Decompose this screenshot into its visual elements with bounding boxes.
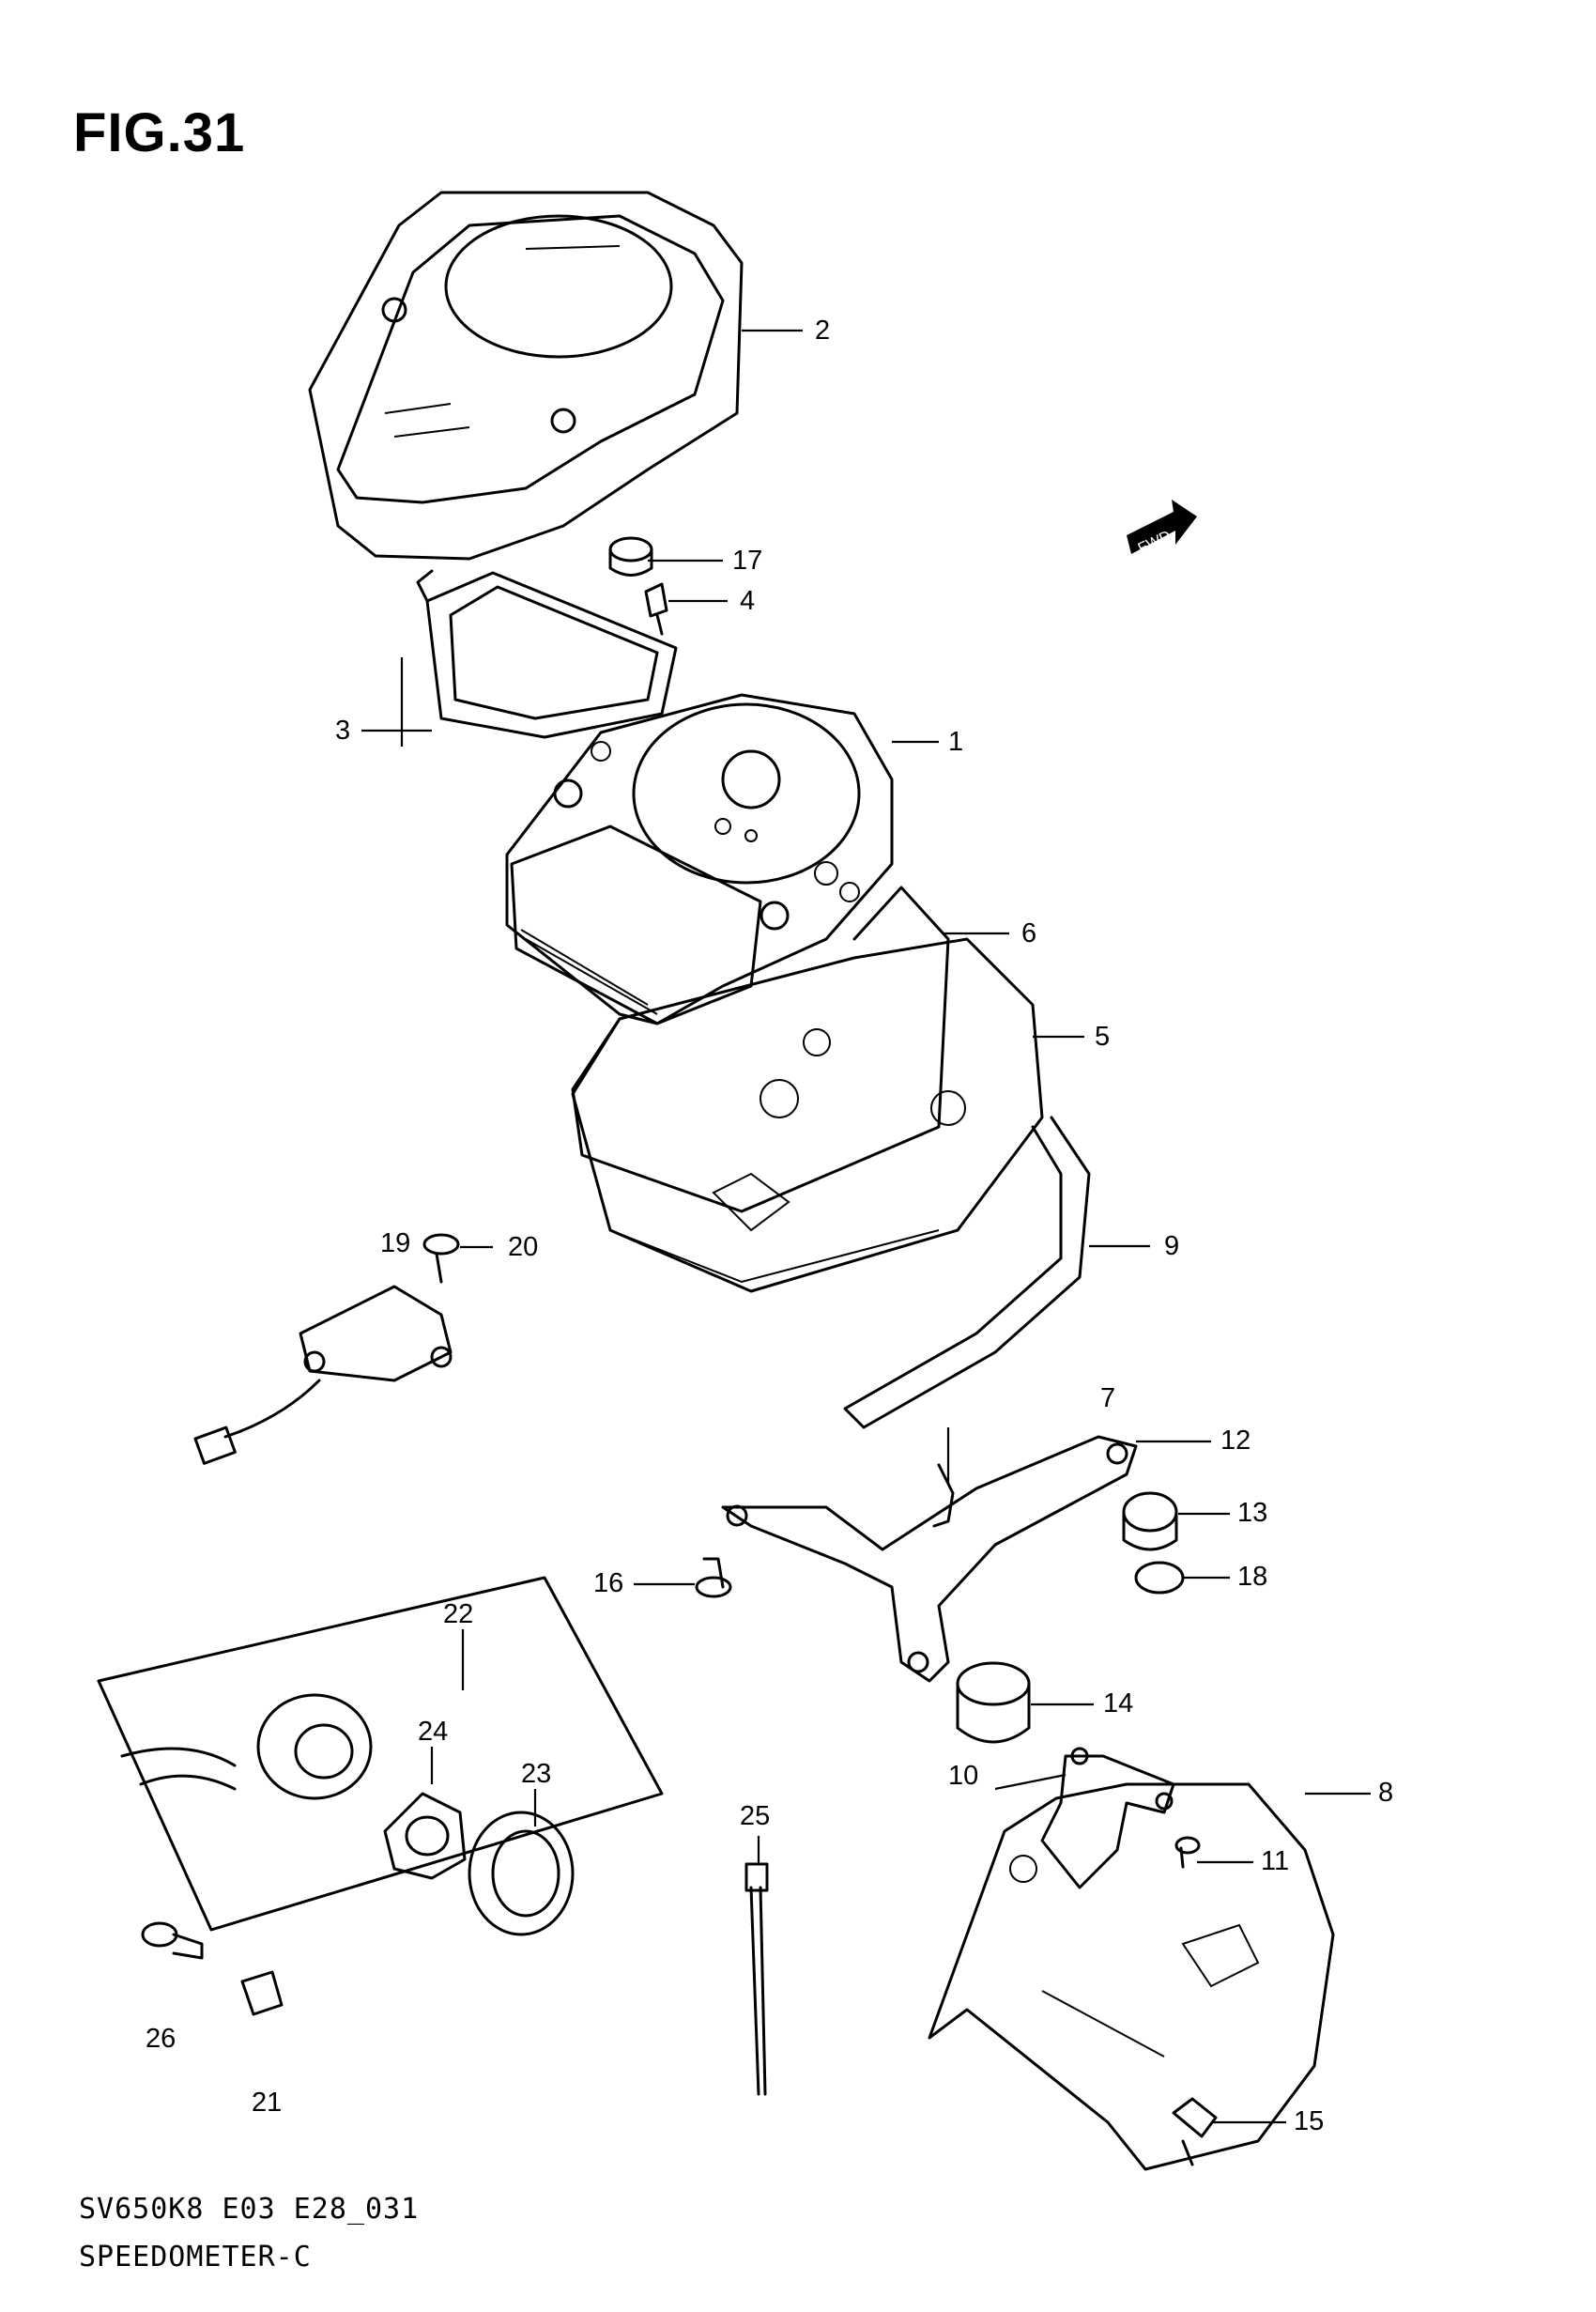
clip-part-21: [240, 1970, 284, 2016]
bolt-part-20: [422, 1233, 460, 1284]
bracket-part-12: [721, 1435, 1138, 1683]
lcd-bracket-part: [416, 569, 678, 739]
bolt-part-26: [141, 1921, 204, 1960]
callout-24: 24: [418, 1717, 449, 1747]
callout-1: 1: [948, 727, 964, 757]
sensor-part-19: [193, 1285, 453, 1465]
diagram-code: SV650K8 E03 E28_031: [79, 2193, 420, 2226]
gasket-part-6: [571, 886, 950, 1213]
figure-title: FIG.31: [73, 102, 246, 163]
diagram-name: SPEEDOMETER-C: [79, 2241, 312, 2273]
callout-16: 16: [593, 1568, 624, 1598]
callout-6: 6: [1021, 918, 1037, 948]
meter-assembly-part: [505, 693, 894, 1025]
grommet-part-17: [608, 536, 653, 577]
callout-9: 9: [1164, 1231, 1180, 1261]
callout-4: 4: [740, 586, 756, 616]
callout-17: 17: [732, 546, 763, 576]
bracket-part-10: [1040, 1747, 1175, 1889]
meter-cover-part: [308, 191, 744, 561]
callout-12: 12: [1220, 1426, 1251, 1456]
fwd-arrow-icon: FWD: [1127, 500, 1197, 557]
screw-part-11: [1174, 1836, 1201, 1869]
callout-8: 8: [1378, 1778, 1394, 1808]
clip-part-15: [1172, 2097, 1218, 2166]
leader-lines: [361, 329, 1371, 2124]
callout-26: 26: [146, 2024, 176, 2054]
seal-part-9: [843, 1116, 1091, 1429]
bolt-part-7: [932, 1463, 955, 1528]
callout-13: 13: [1237, 1498, 1268, 1528]
callout-23: 23: [521, 1759, 552, 1789]
callout-19: 19: [380, 1228, 411, 1258]
callout-21: 21: [252, 2088, 283, 2118]
lower-case-part-5: [571, 937, 1044, 1293]
callout-2: 2: [815, 316, 831, 346]
callout-7: 7: [1100, 1383, 1116, 1413]
callout-25: 25: [740, 1801, 771, 1831]
callout-14: 14: [1103, 1688, 1134, 1719]
callout-22: 22: [443, 1599, 474, 1629]
callout-5: 5: [1095, 1022, 1111, 1052]
callout-10: 10: [948, 1761, 979, 1791]
screw-part-4: [644, 582, 668, 636]
lower-cover-part-8: [928, 1782, 1335, 2171]
bolt-part-16: [695, 1557, 732, 1598]
callout-3: 3: [335, 716, 351, 746]
callout-11: 11: [1261, 1846, 1290, 1876]
grommet-part-13: [1122, 1491, 1178, 1551]
cable-tie-part-25: [744, 1862, 769, 2096]
callout-20: 20: [508, 1232, 539, 1262]
washer-part-18: [1134, 1561, 1185, 1595]
damper-part-14: [956, 1661, 1031, 1744]
callout-18: 18: [1237, 1562, 1268, 1592]
callout-15: 15: [1294, 2106, 1325, 2136]
kit-box-part-22: [97, 1576, 664, 1936]
